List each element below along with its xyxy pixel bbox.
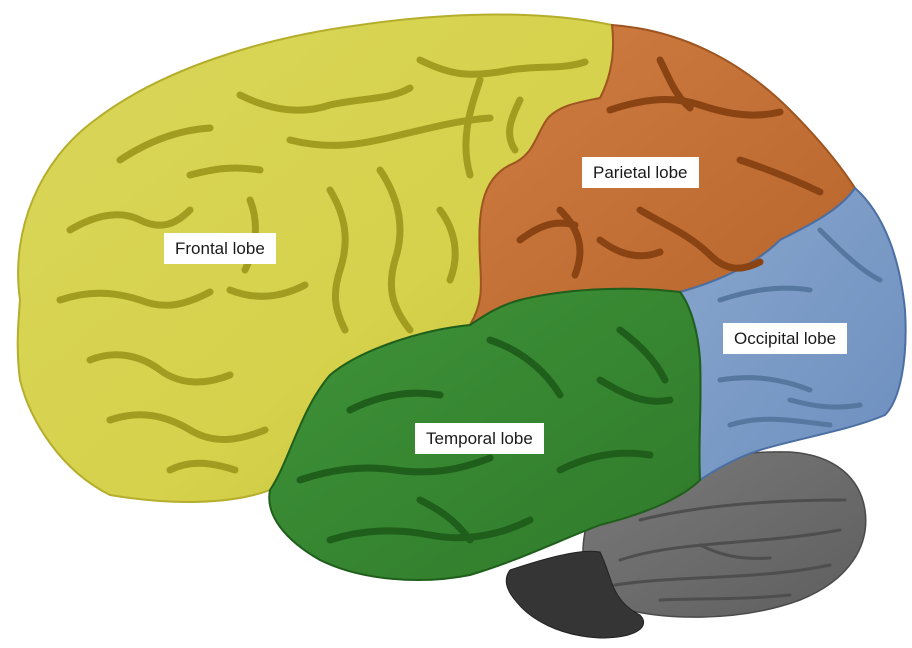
parietal-lobe-label: Parietal lobe — [582, 157, 699, 188]
occipital-lobe-label: Occipital lobe — [723, 323, 847, 354]
frontal-lobe-label: Frontal lobe — [164, 233, 276, 264]
temporal-lobe-label: Temporal lobe — [415, 423, 544, 454]
